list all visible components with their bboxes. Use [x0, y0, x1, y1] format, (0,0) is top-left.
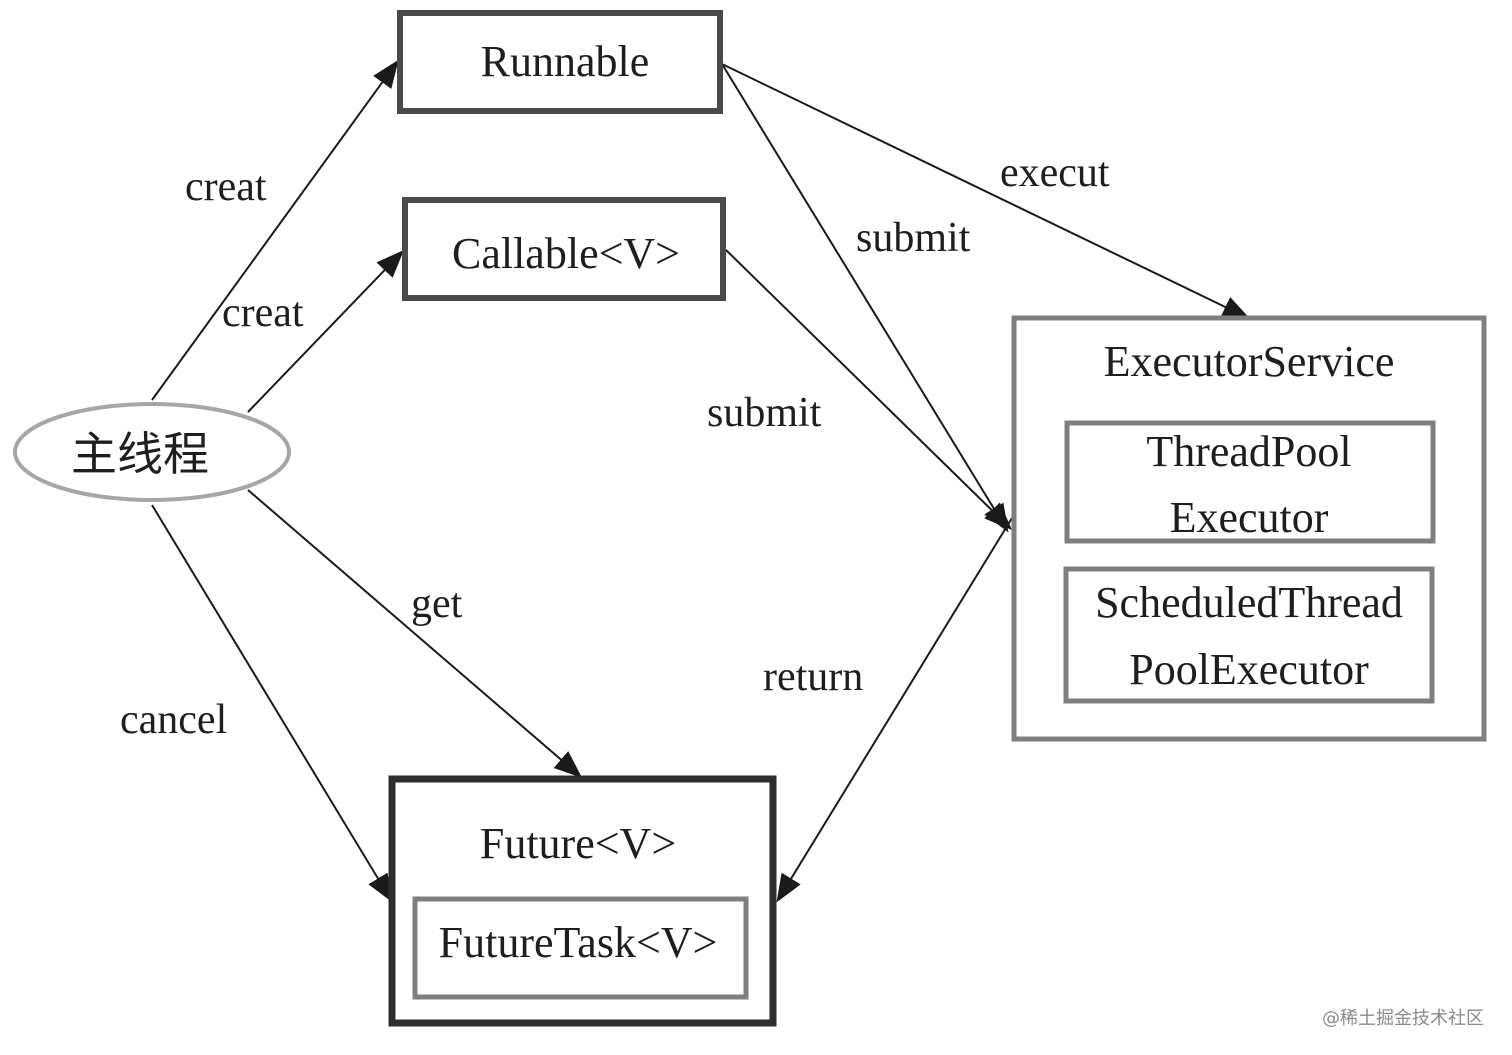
edge-labels: creat creat submit execut submit get can…	[120, 150, 1110, 743]
callable-node: Callable<V>	[402, 197, 726, 301]
edge-runnable-submit-to-executor	[721, 63, 1009, 533]
executor-service-label: ExecutorService	[1104, 337, 1395, 386]
edge-label-submit-runnable: submit	[856, 215, 971, 261]
scheduled-executor-label-line1: ScheduledThread	[1095, 578, 1403, 627]
edge-label-execut: execut	[1000, 150, 1110, 196]
edge-callable-submit-to-executor	[725, 249, 1013, 530]
runnable-box	[397, 10, 723, 114]
edge-main-to-callable	[247, 249, 404, 413]
edge-executor-return-future	[776, 517, 1013, 903]
edge-label-return: return	[763, 654, 863, 700]
main-thread-label: 主线程	[71, 427, 209, 481]
edge-main-get-future	[247, 489, 583, 778]
future-node: Future<V> FutureTask<V>	[388, 775, 777, 1027]
runnable-label: Runnable	[481, 37, 650, 86]
edge-label-get: get	[411, 581, 463, 627]
future-task-label: FutureTask<V>	[439, 918, 718, 967]
thread-pool-executor-label-line2: Executor	[1170, 493, 1329, 542]
main-thread-node: 主线程	[13, 402, 291, 502]
runnable-node: Runnable	[397, 10, 723, 114]
edge-label-creat-callable: creat	[222, 290, 304, 336]
edge-runnable-execut-to-executor	[721, 63, 1251, 320]
main-thread-ellipse	[13, 402, 291, 502]
thread-pool-executor-label-line1: ThreadPool	[1146, 427, 1351, 476]
edge-main-to-runnable	[151, 59, 399, 401]
executor-service-node: ExecutorService ThreadPool Executor Sche…	[1011, 315, 1487, 742]
callable-label: Callable<V>	[452, 229, 680, 278]
future-label: Future<V>	[480, 819, 676, 868]
edge-label-creat-runnable: creat	[185, 164, 267, 210]
thread-pool-executor-box	[1064, 420, 1436, 544]
scheduled-executor-label-line2: PoolExecutor	[1129, 645, 1369, 694]
edge-label-cancel: cancel	[120, 697, 227, 743]
future-task-box	[412, 896, 749, 1000]
edges	[151, 59, 1251, 903]
watermark-text: @稀土掘金技术社区	[1322, 1008, 1484, 1029]
callable-box	[402, 197, 726, 301]
edge-main-cancel-future	[151, 504, 393, 903]
scheduled-executor-box	[1063, 566, 1435, 704]
edge-label-submit-callable: submit	[707, 390, 822, 436]
